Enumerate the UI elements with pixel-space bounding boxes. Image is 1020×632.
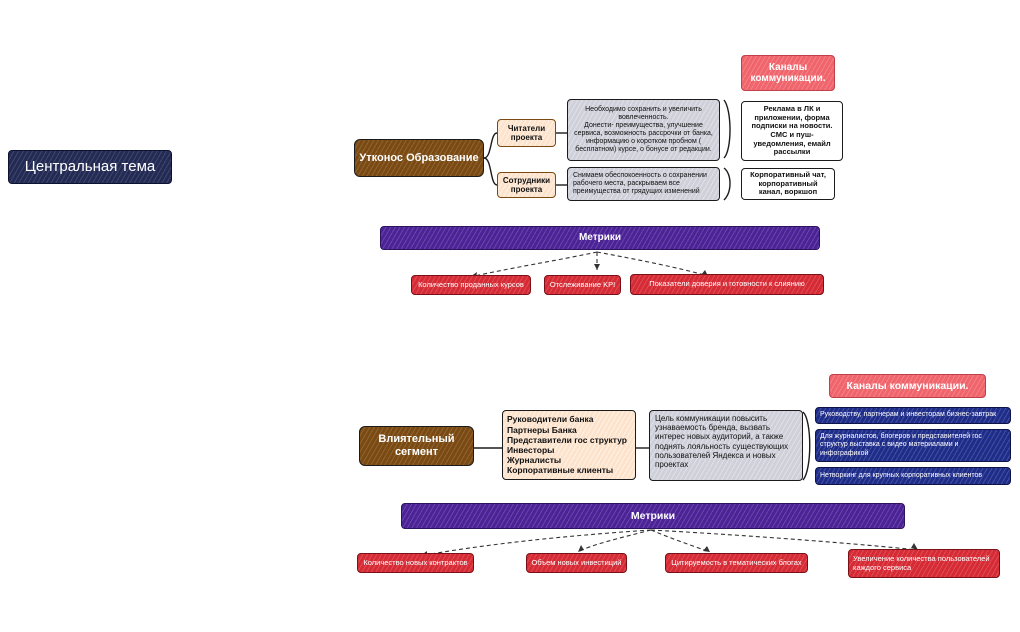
message-influential: Цель коммуникации повысить узнаваемость … — [649, 410, 803, 481]
metric-new-investments: Объем новых инвестиций — [526, 553, 627, 573]
segment-influential[interactable]: Влиятельный сегмент — [359, 426, 474, 466]
channels-title-1: Каналы коммуникации. — [741, 55, 835, 91]
channel-employees: Корпоративный чат, корпоративный канал, … — [741, 168, 835, 200]
channel-business-breakfast: Руководству, партнерам и инвесторам бизн… — [815, 407, 1011, 424]
message-employees: Снимаем обеспокоенность о сохранении раб… — [567, 167, 720, 201]
channel-exhibition: Для журналистов, блогеров и представител… — [815, 429, 1011, 462]
metric-users-growth: Увеличение количества пользователей кажд… — [848, 549, 1000, 578]
central-topic[interactable]: Центральная тема — [8, 150, 172, 184]
metric-new-contracts: Количество новых контрактов — [357, 553, 474, 573]
metric-kpi: Отслеживание KPI — [544, 275, 621, 295]
metrics-bar-2: Метрики — [401, 503, 905, 529]
metrics-bar-1: Метрики — [380, 226, 820, 250]
audience-readers[interactable]: Читатели проекта — [497, 119, 556, 147]
metric-courses-sold: Количество проданных курсов — [411, 275, 531, 295]
segment-utkonos[interactable]: Утконос Образование — [354, 139, 484, 177]
channel-readers: Реклама в ЛК и приложении, форма подписк… — [741, 101, 843, 161]
metric-blog-citations: Цитируемость в тематических блогах — [665, 553, 808, 573]
message-readers: Необходимо сохранить и увеличить вовлече… — [567, 99, 720, 161]
audience-employees[interactable]: Сотрудники проекта — [497, 172, 556, 198]
metric-trust: Показатели доверия и готовности к слияни… — [630, 274, 824, 295]
audience-list-influential[interactable]: Руководители банка Партнеры Банка Предст… — [502, 410, 636, 480]
channels-title-2: Каналы коммуникации. — [829, 374, 986, 398]
channel-networking: Нетворкинг для крупных корпоративных кли… — [815, 467, 1011, 485]
